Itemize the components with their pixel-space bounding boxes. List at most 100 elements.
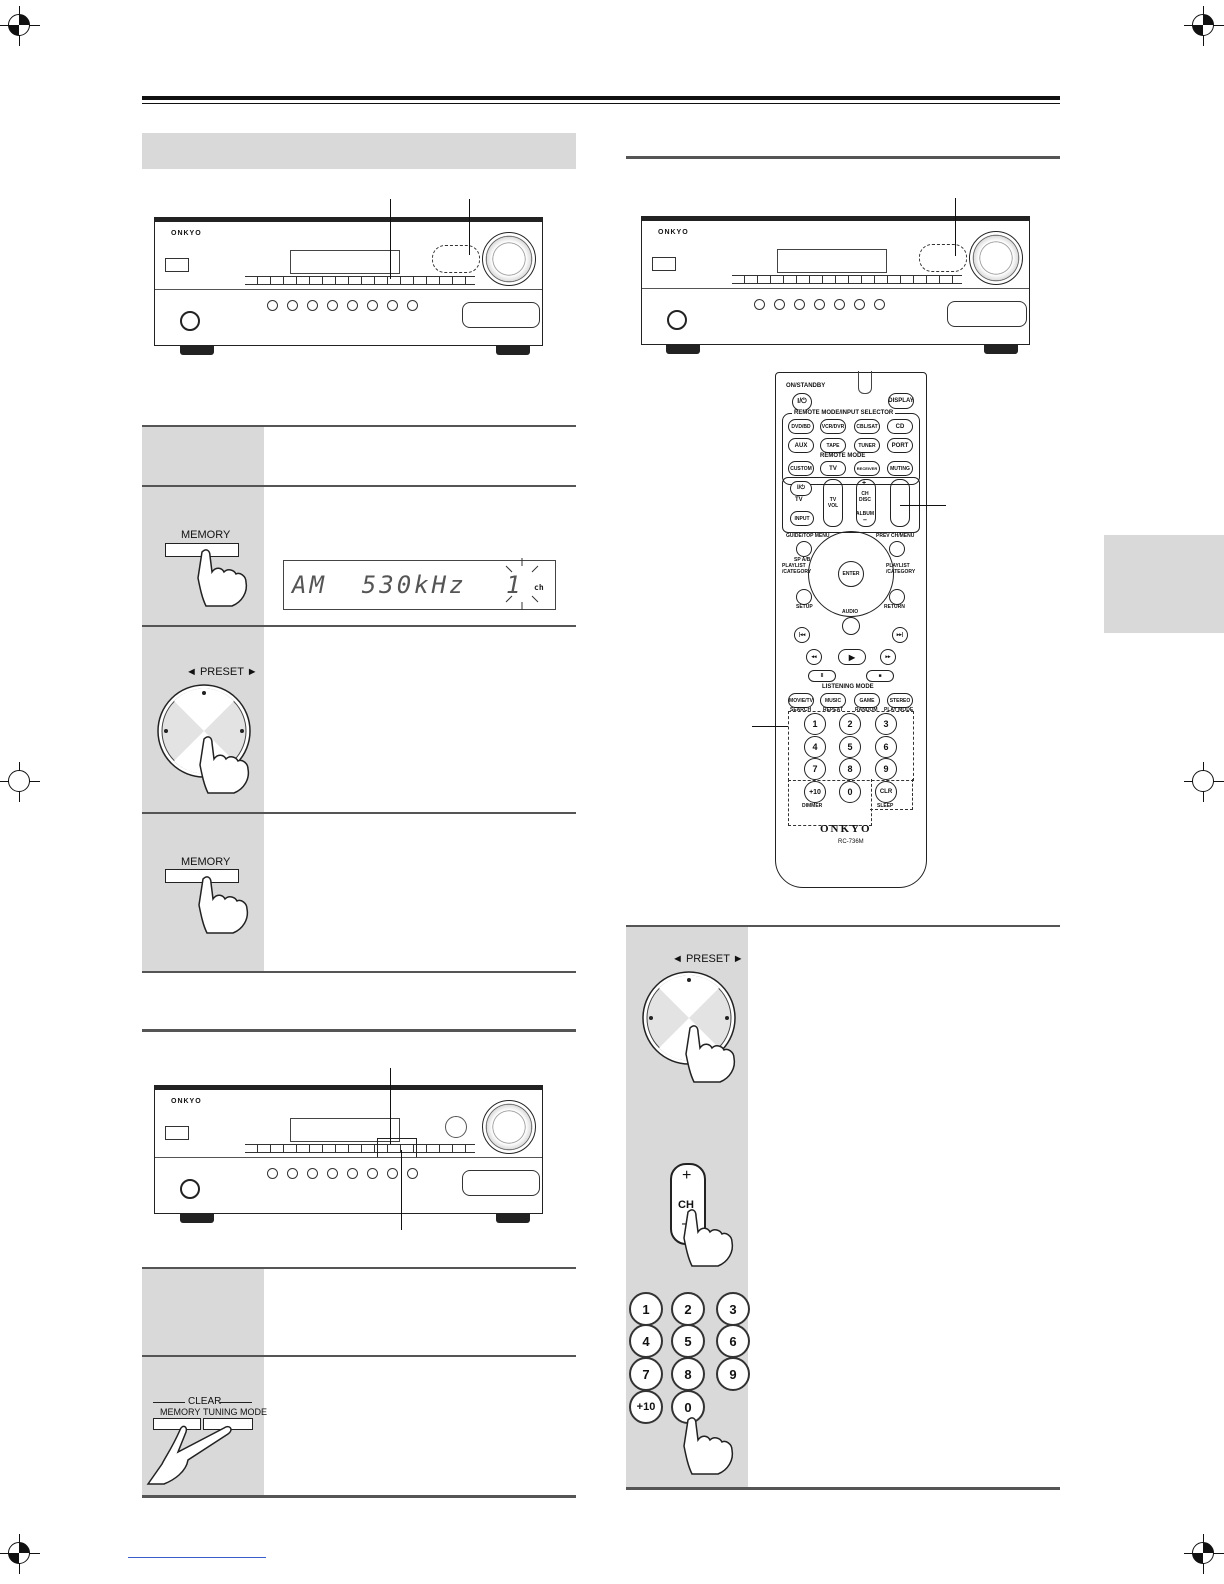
digit-3-button[interactable]: 3 — [875, 713, 897, 735]
volume-knob — [482, 232, 536, 286]
tape-button[interactable]: TAPE — [820, 438, 846, 453]
keypad-digit-4[interactable]: 4 — [629, 1324, 663, 1358]
keypad-digit-6[interactable]: 6 — [716, 1324, 750, 1358]
section-rule-left — [142, 1029, 576, 1032]
port-button[interactable]: PORT — [887, 438, 913, 453]
receiver-brand: ONKYO — [171, 230, 202, 237]
digit-9-button[interactable]: 9 — [875, 758, 897, 780]
callout-line-3 — [390, 1068, 391, 1144]
stereo-button[interactable]: STEREO — [887, 693, 913, 708]
remote-brand: ONKYO — [820, 823, 872, 835]
memory-label: MEMORY — [181, 529, 231, 541]
display-button[interactable]: DISPLAY — [888, 393, 914, 409]
tv-power-button[interactable]: I/⏻ — [790, 481, 812, 496]
power-button[interactable]: I/⏻ — [792, 393, 812, 411]
registration-mark-bottom-right — [1184, 1534, 1224, 1574]
cbl-sat-button[interactable]: CBL/SAT — [854, 419, 880, 434]
callout-line-5 — [955, 198, 956, 256]
ch-plus-label: + — [682, 1167, 692, 1184]
standby-button — [165, 258, 189, 272]
clear-buttons-highlight — [377, 1138, 417, 1158]
registration-mark-mid-right — [1184, 762, 1224, 802]
clear-memory-label: MEMORY — [160, 1407, 201, 1417]
keypad-digit-1[interactable]: 1 — [629, 1292, 663, 1326]
callout-line-1 — [390, 199, 391, 279]
keypad-plus10[interactable]: +10 — [629, 1390, 663, 1424]
dimmer-label: DIMMER — [802, 803, 823, 809]
registration-mark-top-left — [0, 6, 40, 46]
guide-button[interactable] — [796, 541, 812, 557]
tv-mode-button[interactable]: TV — [820, 461, 846, 476]
play-mode-label: PLAY MODE — [884, 707, 914, 713]
prev-ch-button[interactable] — [889, 541, 905, 557]
rewind-button[interactable]: ◂◂ — [806, 649, 822, 665]
return-button[interactable] — [889, 589, 905, 605]
remote-mode-label: REMOTE MODE — [820, 453, 866, 459]
game-button[interactable]: GAME — [854, 693, 880, 708]
preset-label-2: ◄ PRESET ► — [672, 953, 744, 965]
pointing-hand-icon-4 — [685, 1025, 736, 1083]
keypad-digit-9[interactable]: 9 — [716, 1357, 750, 1391]
ch-disc-rocker[interactable] — [856, 479, 876, 527]
fast-forward-button[interactable]: ▸▸ — [880, 649, 896, 665]
remote-model: RC-736M — [838, 839, 864, 845]
tv-input-button[interactable]: INPUT — [790, 511, 814, 526]
memory-label-2: MEMORY — [181, 856, 231, 868]
clr-button[interactable]: CLR — [875, 781, 897, 803]
digit-7-button[interactable]: 7 — [804, 758, 826, 780]
digit-8-button[interactable]: 8 — [839, 758, 861, 780]
vcr-dvr-button[interactable]: VCR/DVR — [820, 419, 846, 434]
navigation-ring[interactable] — [808, 531, 894, 617]
headphone-jack — [180, 311, 200, 331]
enter-button[interactable]: ENTER — [838, 561, 864, 587]
receiver-illustration-1: ONKYO — [154, 217, 543, 346]
digit-6-button[interactable]: 6 — [875, 736, 897, 758]
preset-label: ◄ PRESET ► — [186, 666, 258, 678]
stop-button[interactable]: ■ — [866, 670, 894, 682]
pointing-hand-icon-5 — [683, 1209, 734, 1267]
movie-tv-button[interactable]: MOVIE/TV — [788, 693, 814, 708]
tv-vol-rocker[interactable] — [823, 479, 843, 527]
pause-button[interactable]: II — [808, 670, 836, 682]
audio-label: AUDIO — [842, 609, 859, 615]
keypad-digit-3[interactable]: 3 — [716, 1292, 750, 1326]
next-track-button[interactable]: ▸▸| — [892, 627, 908, 643]
digit-2-button[interactable]: 2 — [839, 713, 861, 735]
digit-1-button[interactable]: 1 — [804, 713, 826, 735]
tuning-mode-label: TUNING MODE — [203, 1407, 267, 1417]
vol-rocker[interactable] — [890, 479, 910, 527]
music-button[interactable]: MUSIC — [820, 693, 846, 708]
digit-5-button[interactable]: 5 — [839, 736, 861, 758]
keypad-digit-7[interactable]: 7 — [629, 1357, 663, 1391]
keypad-digit-5[interactable]: 5 — [671, 1324, 705, 1358]
number-keypad-highlight — [788, 711, 914, 781]
keypad-digit-8[interactable]: 8 — [671, 1357, 705, 1391]
clear-memory-button[interactable] — [153, 1418, 201, 1430]
ch-plus: + — [862, 480, 867, 487]
digit-4-button[interactable]: 4 — [804, 736, 826, 758]
setup-button[interactable] — [796, 589, 812, 605]
remote-control: ON/STANDBY I/⏻ DISPLAY REMOTE MODE/INPUT… — [775, 371, 927, 888]
audio-button[interactable] — [842, 617, 860, 635]
plus10-button[interactable]: +10 — [804, 781, 826, 803]
tuner-button[interactable]: TUNER — [854, 438, 880, 453]
play-button[interactable]: ▶ — [838, 649, 866, 665]
muting-button[interactable]: MUTING — [887, 461, 913, 476]
dvd-bd-button[interactable]: DVD/BD — [788, 419, 814, 434]
digit-0-button[interactable]: 0 — [839, 781, 861, 803]
header-rule-thin — [142, 103, 1060, 104]
aux-button[interactable]: AUX — [788, 438, 814, 453]
pointing-hand-icon — [197, 549, 248, 607]
preset-dial-icon — [157, 684, 251, 778]
receiver-brand-3: ONKYO — [658, 229, 689, 236]
keypad-digit-2[interactable]: 2 — [671, 1292, 705, 1326]
receiver-mode-button[interactable]: RECEIVER — [854, 461, 880, 476]
tv-label: TV — [795, 497, 803, 503]
guide-label: GUIDE/TOP MENU — [786, 533, 830, 539]
ch-disc-label: CH DISC — [859, 491, 871, 503]
custom-button[interactable]: CUSTOM — [788, 461, 814, 476]
callout-line-2 — [469, 199, 470, 255]
ch-minus: – — [863, 517, 867, 524]
cd-button[interactable]: CD — [887, 419, 913, 434]
prev-track-button[interactable]: |◂◂ — [794, 627, 810, 643]
